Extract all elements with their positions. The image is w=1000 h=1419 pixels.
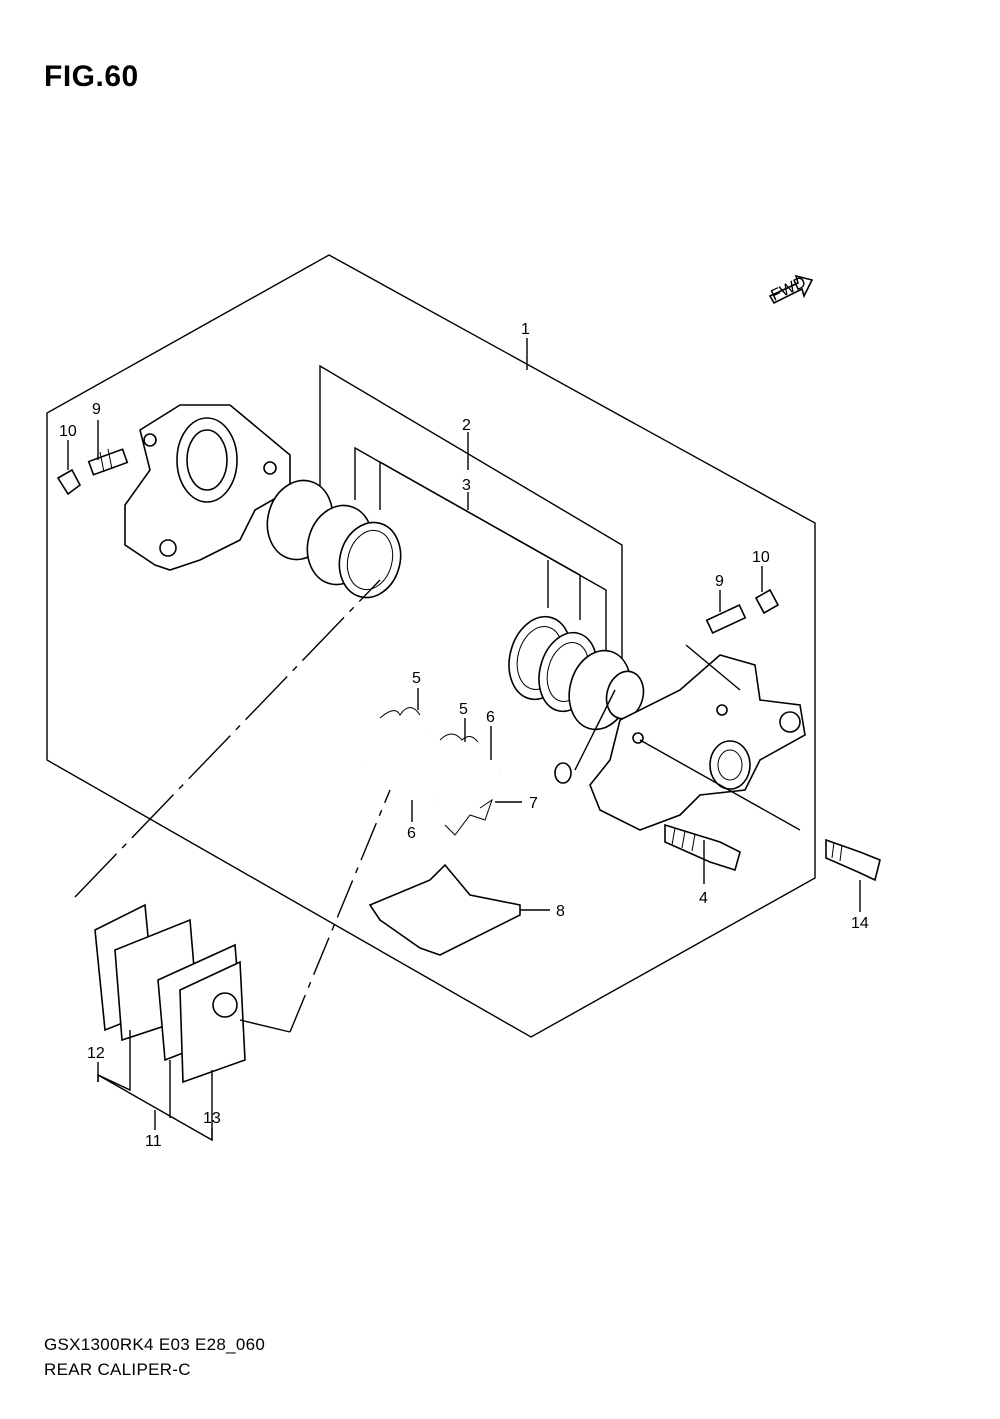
callout-11: 11 bbox=[145, 1133, 162, 1150]
mounting-bolt bbox=[825, 838, 881, 882]
callout-13: 13 bbox=[203, 1110, 221, 1127]
pad-spring bbox=[444, 798, 493, 836]
piston-seal-outline-b bbox=[379, 460, 581, 620]
pin-clip-b bbox=[439, 733, 479, 743]
callout-1: 1 bbox=[521, 321, 530, 338]
callout-4: 4 bbox=[699, 890, 708, 907]
caliper-assembly-boundary bbox=[46, 254, 816, 1038]
callout-10a: 10 bbox=[59, 423, 77, 440]
piston-left bbox=[266, 479, 402, 599]
callout-6a: 6 bbox=[486, 709, 495, 726]
caliper-bolt bbox=[664, 823, 741, 872]
callout-10b: 10 bbox=[752, 549, 770, 566]
callout-5a: 5 bbox=[412, 670, 421, 687]
pin-clip-a bbox=[379, 707, 421, 719]
pad-mounting-plate bbox=[368, 863, 521, 956]
callout-2: 2 bbox=[462, 417, 471, 434]
figure-code: GSX1300RK4 E03 E28_060 bbox=[44, 1335, 266, 1354]
callout-3: 3 bbox=[462, 477, 471, 494]
callout-9a: 9 bbox=[92, 401, 101, 418]
callout-7: 7 bbox=[529, 795, 538, 812]
figure-title: FIG.60 bbox=[44, 60, 139, 93]
callout-8: 8 bbox=[556, 903, 565, 920]
pad-pin-upper bbox=[428, 732, 502, 773]
callout-12: 12 bbox=[87, 1045, 105, 1062]
leader-lines bbox=[67, 338, 861, 1142]
fwd-label: FWD bbox=[769, 274, 809, 305]
callout-9b: 9 bbox=[715, 573, 724, 590]
piston-right bbox=[508, 615, 645, 731]
bleeder-cap-right bbox=[754, 588, 780, 615]
callout-14: 14 bbox=[851, 915, 869, 932]
fwd-arrow-icon: FWD bbox=[769, 274, 814, 305]
piston-kit-outline bbox=[319, 364, 623, 665]
callout-5b: 5 bbox=[459, 701, 468, 718]
bleeder-valve-right bbox=[705, 603, 747, 635]
callout-6b: 6 bbox=[407, 825, 416, 842]
pad-pin-lower bbox=[363, 762, 437, 803]
brake-pad-set bbox=[94, 903, 246, 1084]
bleeder-cap-left bbox=[56, 468, 82, 496]
caliper-body-outer bbox=[589, 654, 806, 831]
bleeder-valve-left bbox=[87, 448, 129, 476]
washer bbox=[554, 762, 572, 784]
figure-name: REAR CALIPER-C bbox=[44, 1360, 191, 1379]
caliper-body-inner bbox=[124, 404, 291, 571]
